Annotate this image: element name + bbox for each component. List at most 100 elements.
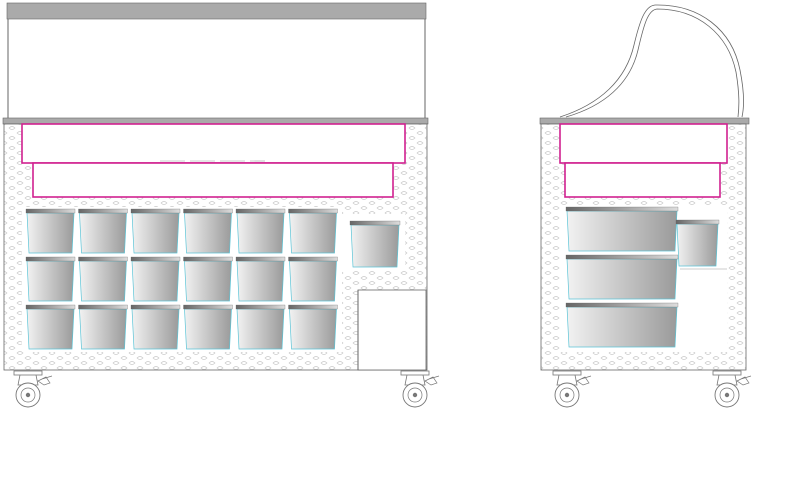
side-tub-stack <box>565 206 679 348</box>
ice-cream-tub <box>235 208 286 254</box>
ice-cream-tub <box>288 304 338 350</box>
tub-body <box>26 308 75 350</box>
tub-body <box>184 260 232 302</box>
ice-cream-tub <box>565 302 679 348</box>
tub-rim <box>565 302 679 308</box>
ice-cream-tub <box>130 304 181 350</box>
caster-plate <box>712 370 742 376</box>
tub-body <box>566 210 678 252</box>
canopy-outer-curve <box>559 4 745 118</box>
tub-rim <box>183 208 233 214</box>
tub-rim <box>235 208 286 214</box>
side-counter-top <box>539 117 750 125</box>
ice-cream-tub <box>78 208 128 254</box>
caster-plate <box>400 370 430 376</box>
ice-cream-tub <box>25 256 76 302</box>
ice-cream-tub <box>130 208 181 254</box>
front-casters <box>13 370 440 408</box>
caster-wheel <box>400 370 440 408</box>
side-view <box>539 4 752 408</box>
caster-brake <box>736 375 752 386</box>
side-lower-display-well <box>564 162 721 198</box>
tub-rim <box>130 256 181 262</box>
caster-brake <box>424 375 440 386</box>
ice-cream-tub <box>675 219 720 267</box>
curved-glass-canopy <box>559 4 745 118</box>
tub-rim <box>235 256 286 262</box>
tub-body <box>236 212 285 254</box>
front-tub-grid <box>25 208 338 350</box>
caster-wheel <box>712 370 752 408</box>
tub-rim <box>235 304 286 310</box>
tub-body <box>79 308 127 350</box>
ice-cream-tub <box>183 208 233 254</box>
caster-plate <box>13 370 43 376</box>
tub-rim <box>78 208 128 214</box>
ice-cream-tub <box>288 256 338 302</box>
tub-rim <box>78 256 128 262</box>
canopy-inner-curve <box>565 8 740 118</box>
caster-hub <box>724 392 730 398</box>
tub-body <box>289 260 337 302</box>
tub-rim <box>130 208 181 214</box>
tub-body <box>26 260 75 302</box>
ice-cream-tub <box>183 256 233 302</box>
tub-rim <box>183 304 233 310</box>
tub-compartment <box>22 207 342 352</box>
caster-wheel <box>13 370 53 408</box>
tub-rim <box>288 208 338 214</box>
ice-cream-tub <box>183 304 233 350</box>
tub-body <box>236 308 285 350</box>
tub-body <box>289 212 337 254</box>
side-casters <box>552 370 752 408</box>
tub-body <box>26 212 75 254</box>
ice-cream-tub <box>288 208 338 254</box>
ice-cream-tub <box>78 256 128 302</box>
ice-cream-tub <box>25 304 76 350</box>
tub-body <box>79 212 127 254</box>
tub-rim <box>288 256 338 262</box>
caster-wheel-inner <box>719 387 735 403</box>
caster-wheel-inner <box>20 387 36 403</box>
tub-body <box>184 308 232 350</box>
tub-body <box>236 260 285 302</box>
tub-body <box>184 212 232 254</box>
tub-rim <box>675 219 720 225</box>
caster-wheel-inner <box>407 387 423 403</box>
tub-rim <box>25 208 76 214</box>
caster-plate <box>552 370 582 376</box>
tub-body <box>79 260 127 302</box>
upper-display-well <box>21 123 406 164</box>
tub-body <box>566 306 678 348</box>
caster-wheel <box>552 370 592 408</box>
service-door <box>357 289 427 371</box>
side-rear-tub <box>675 219 720 267</box>
caster-wheel-inner <box>559 387 575 403</box>
lower-display-well <box>32 162 394 198</box>
ice-cream-tub <box>130 256 181 302</box>
tub-body <box>131 212 180 254</box>
tub-rim <box>349 220 401 226</box>
caster-brake <box>37 375 53 386</box>
tub-rim <box>565 254 679 260</box>
ice-cream-tub <box>235 256 286 302</box>
tub-rim <box>25 304 76 310</box>
caster-hub <box>25 392 31 398</box>
tub-rim <box>565 206 679 212</box>
caster-brake <box>576 375 592 386</box>
front-view <box>2 2 440 408</box>
tub-body <box>131 260 180 302</box>
ice-cream-tub <box>78 304 128 350</box>
caster-hub <box>412 392 418 398</box>
ice-cream-tub <box>349 220 401 268</box>
tub-rim <box>288 304 338 310</box>
tub-rim <box>78 304 128 310</box>
tub-body <box>289 308 337 350</box>
front-side-tub <box>349 220 401 268</box>
ice-cream-tub <box>25 208 76 254</box>
tub-body <box>350 224 400 268</box>
ice-cream-tub <box>565 254 679 300</box>
caster-hub <box>564 392 570 398</box>
